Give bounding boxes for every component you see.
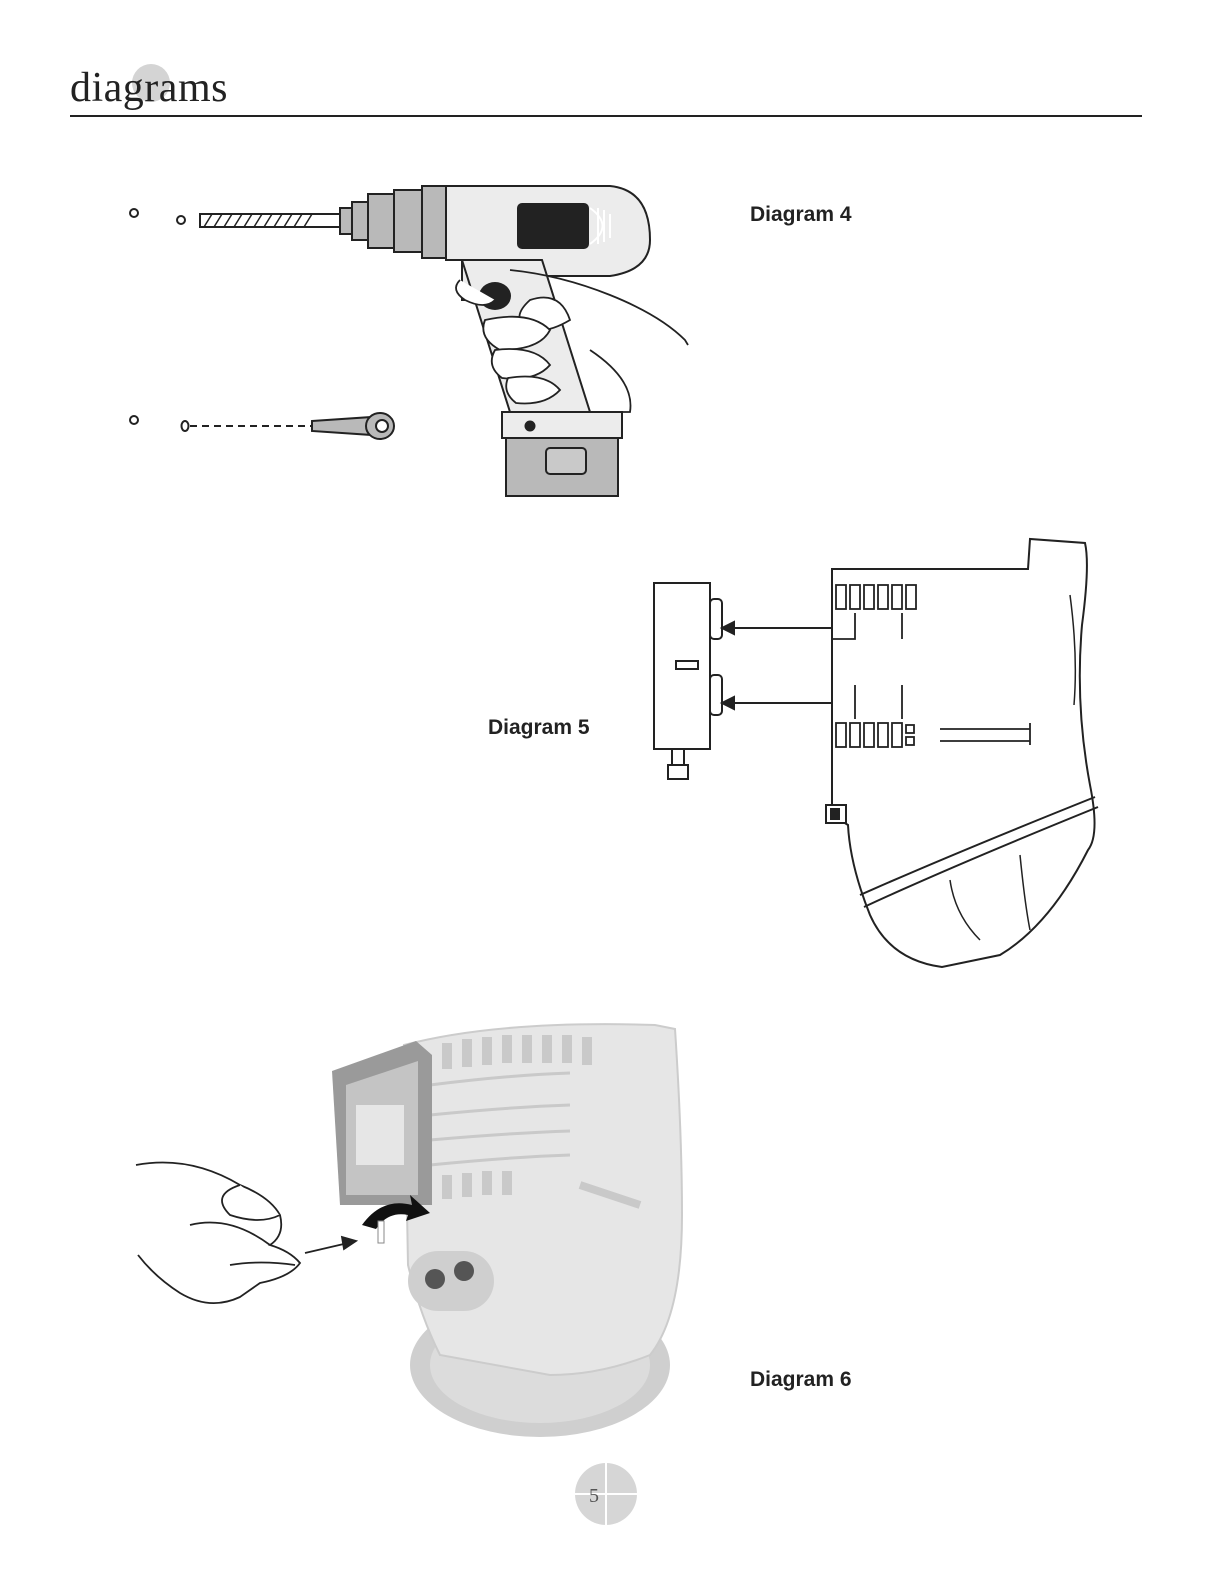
page-number: 5 <box>575 1485 613 1508</box>
wall-plug <box>190 413 394 439</box>
mounting-bracket <box>332 1041 432 1205</box>
drill-battery <box>502 412 622 496</box>
drill-chuck <box>340 186 446 258</box>
bracket-screw <box>668 749 688 779</box>
wall-hole-bottom-right <box>182 421 189 431</box>
sensor-light-housing <box>404 1024 682 1375</box>
page-number-badge: 5 <box>575 1463 637 1525</box>
hand-turning-screw <box>136 1163 356 1304</box>
diagram-4-drill-illustration <box>90 150 710 530</box>
wall-hole-top-left <box>130 209 138 217</box>
lock-knob <box>826 805 846 823</box>
lock-screw <box>378 1221 384 1243</box>
diagram-4-caption: Diagram 4 <box>750 203 852 227</box>
drill-bit <box>200 214 340 227</box>
title-rule <box>70 115 1142 117</box>
diagram-5-bracket-assembly-illustration <box>650 535 1110 975</box>
page-title: diagrams <box>70 64 228 112</box>
diagram-6-tighten-screw-illustration <box>130 1015 700 1445</box>
diagram-6-caption: Diagram 6 <box>750 1368 852 1392</box>
wall-hole-bottom-left <box>130 416 138 424</box>
diagram-5-caption: Diagram 5 <box>488 716 590 740</box>
cable-entry-ports <box>408 1251 494 1311</box>
wall-hole-top-right <box>177 216 185 224</box>
